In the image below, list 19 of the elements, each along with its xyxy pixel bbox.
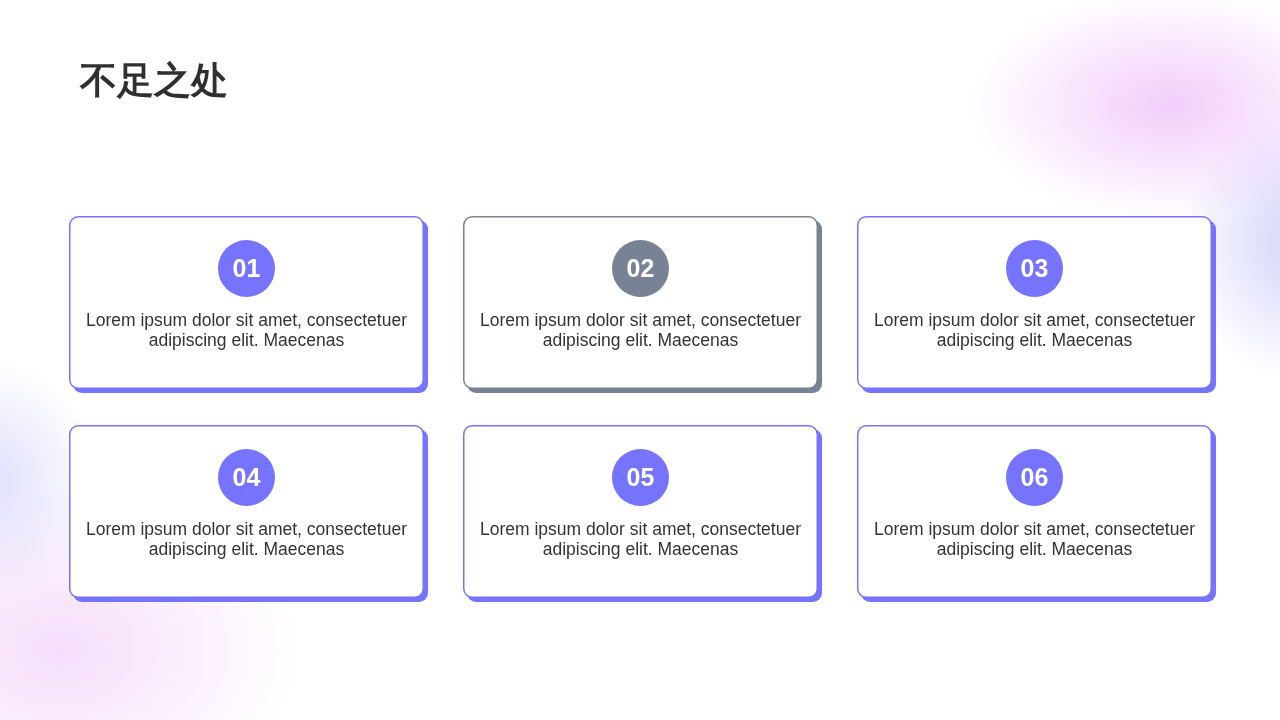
description-text: Lorem ipsum dolor sit amet, consectetuer adipiscing elit. Maecenas <box>873 310 1196 350</box>
description-text: Lorem ipsum dolor sit amet, consectetuer adipiscing elit. Maecenas <box>85 519 408 559</box>
slide-title: 不足之处 <box>80 59 228 103</box>
card <box>857 425 1216 602</box>
number-circle: 05 <box>612 449 669 506</box>
description-text: Lorem ipsum dolor sit amet, consectetuer adipiscing elit. Maecenas <box>873 519 1196 559</box>
number-circle: 06 <box>1006 449 1063 506</box>
description-text: Lorem ipsum dolor sit amet, consectetuer adipiscing elit. Maecenas <box>479 519 802 559</box>
number-circle: 02 <box>612 240 669 297</box>
card <box>69 425 428 602</box>
card <box>463 216 822 393</box>
description-text: Lorem ipsum dolor sit amet, consectetuer adipiscing elit. Maecenas <box>85 310 408 350</box>
card <box>463 425 822 602</box>
description-text: Lorem ipsum dolor sit amet, consectetuer adipiscing elit. Maecenas <box>479 310 802 350</box>
card <box>857 216 1216 393</box>
number-circle: 01 <box>218 240 275 297</box>
number-circle: 03 <box>1006 240 1063 297</box>
number-circle: 04 <box>218 449 275 506</box>
card <box>69 216 428 393</box>
